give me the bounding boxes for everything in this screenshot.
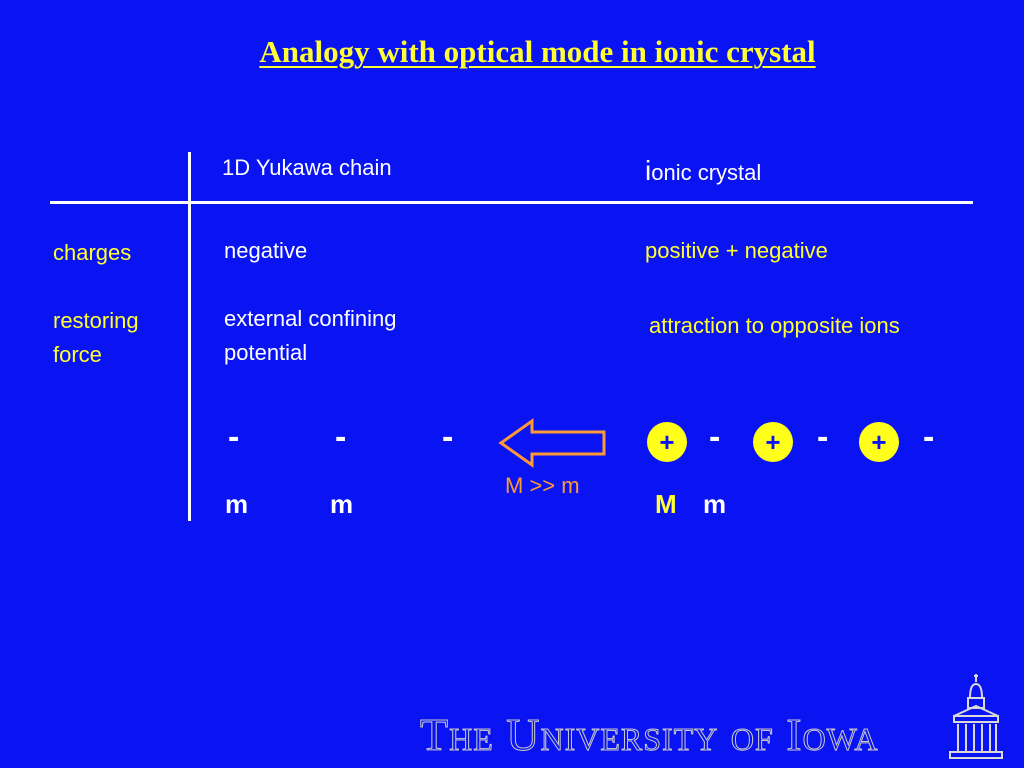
negative-charge-2: - (335, 418, 347, 456)
mass-ratio-label: M >> m (505, 473, 580, 498)
restoring-force-ionic: attraction to opposite ions (649, 313, 900, 338)
restoring-force-yukawa: external confining potential (224, 306, 397, 365)
mass-label-small-m: m (703, 489, 727, 519)
slide-title: Analogy with optical mode in ionic cryst… (259, 34, 816, 69)
mass-label-m-2: m (330, 489, 354, 519)
row-label-charges: charges (53, 240, 132, 265)
charges-yukawa: negative (224, 238, 308, 263)
column-header-ionic-initial: i (645, 155, 652, 186)
university-logo-text: The University of Iowa (419, 709, 879, 761)
row-label-restoring-force: restoring force (53, 308, 139, 367)
charges-ionic: positive + negative (645, 238, 828, 263)
table-row-divider (188, 152, 191, 521)
table-header-divider (50, 201, 973, 204)
left-arrow-icon (498, 418, 606, 468)
negative-ion-3: - (923, 418, 935, 456)
mass-label-m-1: m (225, 489, 249, 519)
positive-ion-3: + (859, 422, 899, 462)
column-header-yukawa: 1D Yukawa chain (222, 155, 392, 180)
old-capitol-building-icon (949, 674, 1003, 759)
negative-charge-3: - (442, 418, 454, 456)
positive-ion-2: + (753, 422, 793, 462)
column-header-ionic: ionic crystal (645, 155, 761, 187)
column-header-ionic-rest: onic crystal (651, 160, 762, 185)
mass-label-big-M: M (655, 489, 677, 519)
negative-ion-2: - (817, 418, 829, 456)
negative-charge-1: - (228, 418, 240, 456)
positive-ion-1: + (647, 422, 687, 462)
negative-ion-1: - (709, 418, 721, 456)
